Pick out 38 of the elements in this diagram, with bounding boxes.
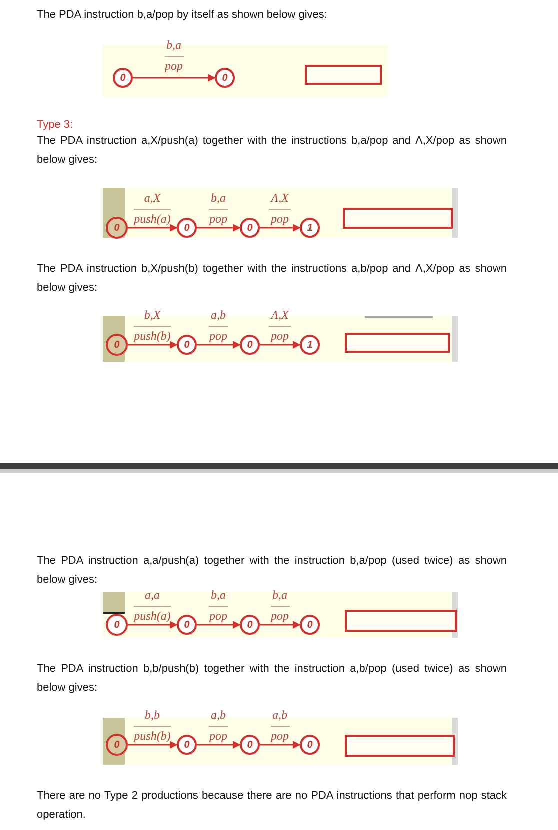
edge-label: a,X push(a)	[134, 192, 171, 226]
arrow	[197, 621, 241, 629]
arrow	[260, 341, 301, 349]
blank-box	[345, 610, 457, 632]
arrow	[133, 74, 216, 82]
blank-box	[345, 333, 450, 353]
arrow	[260, 741, 301, 749]
edge-label: b,b push(b)	[134, 709, 171, 743]
edge-label: b,X push(b)	[134, 309, 171, 343]
arrow	[197, 341, 241, 349]
blank-box	[305, 65, 382, 85]
arrow	[128, 224, 178, 232]
edge-label: b,a pop	[209, 589, 228, 623]
arrow	[128, 741, 178, 749]
edge-label: Λ,X pop	[269, 309, 291, 343]
paragraph: The PDA instruction b,a/pop by itself as shown below gives:	[37, 8, 328, 23]
arrow	[260, 224, 301, 232]
arrow	[197, 224, 241, 232]
section-heading: Type 3:	[37, 118, 74, 133]
paragraph: The PDA instruction b,b/push(b) together with the instruction a,b/pop (used twice) as shown below gives:	[37, 662, 507, 696]
edge-label: a,b pop	[209, 309, 228, 343]
edge-label: b,a pop	[270, 589, 290, 623]
arrow	[260, 621, 301, 629]
edge-label: b,a pop	[164, 39, 184, 73]
edge-label: a,a push(a)	[134, 589, 171, 623]
paragraph: The PDA instruction a,a/push(a) together with the instruction b,a/pop (used twice) as shown below gives:	[37, 554, 507, 588]
arrow	[128, 341, 178, 349]
paragraph: There are no Type 2 productions because there are no PDA instructions that perform nop stack operation.	[37, 789, 507, 823]
blank-box	[345, 735, 455, 757]
edge-label: a,b pop	[209, 709, 228, 743]
blank-box	[343, 208, 453, 229]
edge-label: Λ,X pop	[269, 192, 291, 226]
edge-label: a,b pop	[270, 709, 290, 743]
edge-label: b,a pop	[209, 192, 228, 226]
paragraph: The PDA instruction b,X/push(b) together with the instructions a,b/pop and Λ,X/pop as shown below gives:	[37, 262, 507, 296]
arrow	[128, 621, 178, 629]
paragraph: The PDA instruction a,X/push(a) together with the instructions b,a/pop and Λ,X/pop as shown below gives:	[37, 134, 507, 168]
arrow	[197, 741, 241, 749]
